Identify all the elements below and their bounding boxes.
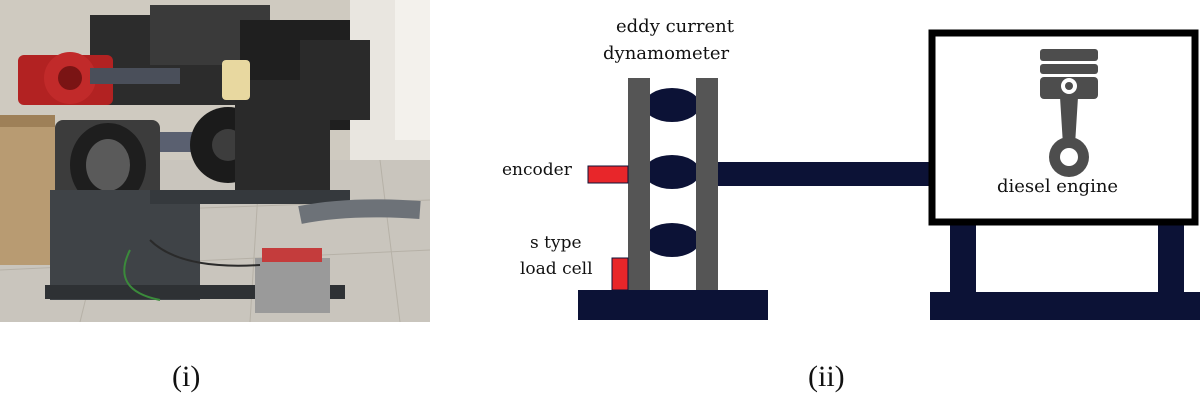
dyno-label-line2: dynamometer <box>603 43 730 64</box>
panel-i-caption: (i) <box>172 360 201 393</box>
engine-stand-leg-left <box>950 222 976 294</box>
load-cell-label-line2: load cell <box>520 259 593 279</box>
engine-stand-leg-right <box>1158 222 1184 294</box>
dyno-disc-bottom <box>644 223 700 257</box>
schematic-diagram <box>578 29 1200 320</box>
dyno-label-line1: eddy current <box>616 16 734 37</box>
encoder-label: encoder <box>502 160 572 180</box>
test-bench-photo <box>0 0 430 322</box>
encoder-sensor <box>587 165 629 184</box>
panel-ii-caption: (ii) <box>808 360 845 393</box>
load-cell-sensor <box>611 257 629 291</box>
engine-label: diesel engine <box>997 176 1119 197</box>
load-cell-label-line1: s type <box>530 233 582 253</box>
engine-stand-base <box>930 292 1200 320</box>
dyno-pillar-right <box>696 78 718 290</box>
piston-icon <box>1040 49 1098 177</box>
drive-shaft <box>718 162 933 186</box>
dyno-pillar-left <box>628 78 650 290</box>
dyno-disc-middle <box>644 155 700 189</box>
dyno-disc-top <box>644 88 700 122</box>
dyno-base <box>578 290 768 320</box>
